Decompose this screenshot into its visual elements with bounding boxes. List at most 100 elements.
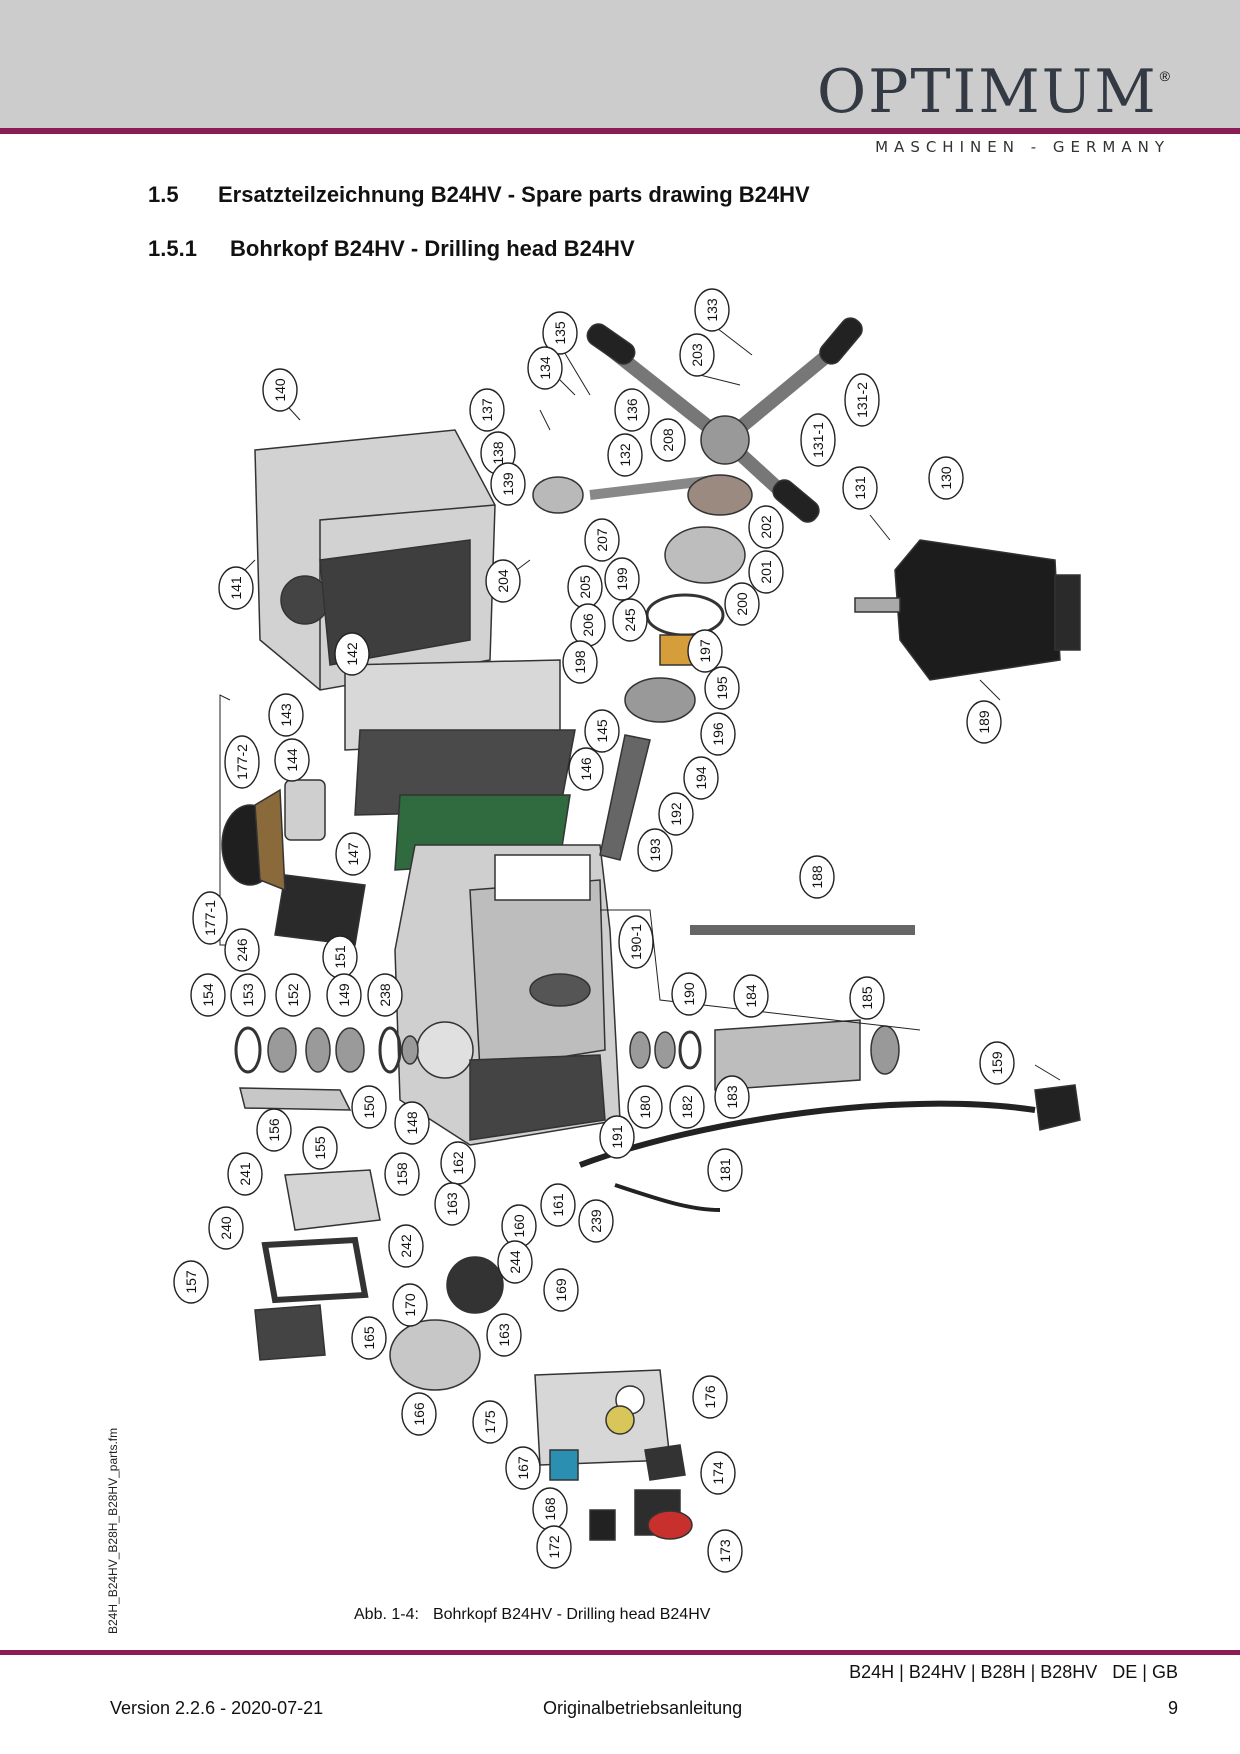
part-callout-label: 244 (507, 1250, 523, 1274)
part-callout-205: 205 (567, 565, 603, 609)
part-callout-130: 130 (928, 456, 964, 500)
part-callout-label: 175 (482, 1410, 498, 1434)
part-callout-label: 167 (515, 1456, 531, 1480)
part-callout-204: 204 (485, 559, 521, 603)
part-callout-bubble (733, 974, 769, 1018)
part-callout-bubble (326, 973, 362, 1017)
figure-caption-text: Bohrkopf B24HV - Drilling head B24HV (432, 1606, 711, 1623)
part-callout-label: 201 (758, 560, 774, 584)
part-callout-195: 195 (704, 666, 740, 710)
part-callout-196: 196 (700, 712, 736, 756)
part-callout-label: 153 (240, 983, 256, 1007)
part-callout-label: 157 (183, 1270, 199, 1294)
part-callout-182: 182 (669, 1085, 705, 1129)
part-callout-label: 183 (724, 1085, 740, 1109)
part-callout-label: 170 (402, 1293, 418, 1317)
part-callout-bubble (562, 640, 598, 684)
part-callout-146: 146 (568, 747, 604, 791)
footer-document-type: Originalbetriebsanleitung (543, 1698, 743, 1718)
part-callout-136: 136 (614, 388, 650, 432)
part-callout-label: 147 (345, 842, 361, 866)
part-callout-label: 132 (617, 443, 633, 467)
part-callout-206: 206 (570, 603, 606, 647)
part-callout-bubble (227, 1152, 263, 1196)
part-callout-133: 133 (694, 288, 730, 332)
part-callout-239: 239 (578, 1199, 614, 1243)
part-callout-bubble (637, 828, 673, 872)
brand-tagline: MASCHINEN - GERMANY (875, 138, 1170, 156)
part-callout-bubble (540, 1183, 576, 1227)
figure-caption-label: Abb. 1-4: (354, 1606, 419, 1623)
part-callout-bubble (497, 1240, 533, 1284)
part-callout-bubble (844, 373, 880, 427)
part-callout-label: 199 (614, 567, 630, 591)
part-callout-155: 155 (302, 1126, 338, 1170)
part-callout-bubble (578, 1199, 614, 1243)
part-callout-131-2: 131-2 (844, 373, 880, 427)
part-callout-180: 180 (627, 1085, 663, 1129)
part-callout-bubble (618, 915, 654, 969)
part-callout-label: 204 (495, 569, 511, 593)
part-callout-207: 207 (584, 518, 620, 562)
part-callout-bubble (394, 1101, 430, 1145)
part-callout-bubble (218, 566, 254, 610)
part-callout-145: 145 (584, 709, 620, 753)
part-callout-label: 134 (537, 356, 553, 380)
part-callout-175: 175 (472, 1400, 508, 1444)
part-callout-bubble (679, 333, 715, 377)
part-callout-bubble (650, 418, 686, 462)
part-callout-148: 148 (394, 1101, 430, 1145)
part-callout-169: 169 (543, 1268, 579, 1312)
part-callout-241: 241 (227, 1152, 263, 1196)
part-callout-label: 195 (714, 676, 730, 700)
part-callout-label: 240 (218, 1216, 234, 1240)
part-callout-bubble (627, 1085, 663, 1129)
part-callout-193: 193 (637, 828, 673, 872)
footer-models: B24H | B24HV | B28H | B28HV DE | GB (849, 1662, 1178, 1683)
section-title: Ersatzteilzeichnung B24HV - Spare parts … (218, 182, 810, 207)
part-callout-label: 189 (976, 710, 992, 734)
part-callout-bubble (335, 832, 371, 876)
part-callout-173: 173 (707, 1529, 743, 1573)
part-callout-label: 190 (681, 982, 697, 1006)
part-callout-160: 160 (501, 1204, 537, 1248)
part-callout-label: 131-2 (854, 382, 870, 418)
part-callout-bubble (800, 413, 836, 467)
part-callout-bubble (401, 1392, 437, 1436)
part-callout-bubble (334, 632, 370, 676)
part-callout-label: 152 (285, 983, 301, 1007)
part-callout-label: 158 (394, 1162, 410, 1186)
part-callout-label: 173 (717, 1539, 733, 1563)
part-callout-242: 242 (388, 1224, 424, 1268)
part-callout-246: 246 (224, 928, 260, 972)
part-callout-label: 203 (689, 343, 705, 367)
part-callout-177-2: 177-2 (224, 735, 260, 789)
part-callout-bubble (486, 1313, 522, 1357)
part-callout-bubble (700, 1451, 736, 1495)
part-callout-bubble (392, 1283, 428, 1327)
part-callout-label: 163 (444, 1192, 460, 1216)
part-callout-183: 183 (714, 1075, 750, 1119)
part-callout-147: 147 (335, 832, 371, 876)
part-callout-240: 240 (208, 1206, 244, 1250)
part-callout-label: 182 (679, 1095, 695, 1119)
page-number: 9 (1167, 1698, 1178, 1718)
part-callout-bubble (748, 550, 784, 594)
part-callout-label: 130 (938, 466, 954, 490)
part-callout-bubble (274, 738, 310, 782)
part-callout-label: 166 (411, 1402, 427, 1426)
part-callout-132: 132 (607, 433, 643, 477)
part-callout-bubble (692, 1375, 728, 1419)
part-callout-bubble (584, 709, 620, 753)
part-callout-159: 159 (979, 1041, 1015, 1085)
part-callout-bubble (687, 629, 723, 673)
part-callout-label: 141 (228, 576, 244, 600)
part-callout-141: 141 (218, 566, 254, 610)
footer-accent-line (0, 1650, 1240, 1655)
part-callout-bubble (224, 928, 260, 972)
part-callout-label: 165 (361, 1326, 377, 1350)
part-callout-label: 176 (702, 1385, 718, 1409)
part-callout-label: 239 (588, 1209, 604, 1233)
part-callout-bubble (542, 311, 578, 355)
